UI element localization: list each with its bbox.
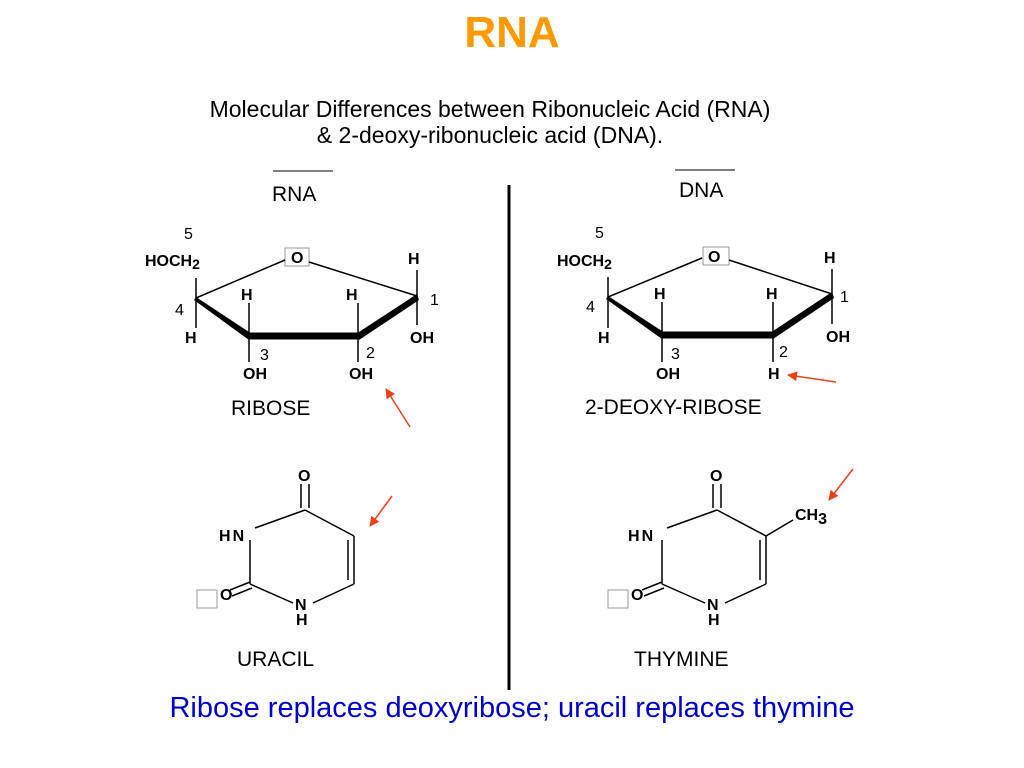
deoxyribose-label: 2-DEOXY-RIBOSE xyxy=(585,396,762,419)
ribose-label: RIBOSE xyxy=(231,397,310,420)
c2-h-deoxy: H xyxy=(768,366,780,383)
pos-1-label: 1 xyxy=(840,289,849,306)
thymine-top-o: O xyxy=(710,468,722,485)
pos-4-label: 4 xyxy=(175,302,184,319)
pos-5-label: 5 xyxy=(184,226,193,243)
ring-oxygen-box xyxy=(702,246,730,266)
c1-h: H xyxy=(408,251,420,268)
slide-title: RNA xyxy=(464,8,560,57)
slide-footer: Ribose replaces deoxyribose; uracil repl… xyxy=(169,692,855,724)
pos-2-label: 2 xyxy=(779,344,788,361)
c3-h: H xyxy=(654,286,666,303)
pos-1-label: 1 xyxy=(430,292,439,309)
ribose-structure: 5 HOCH2 O H 4 1 H H H OH 3 2 OH OH xyxy=(145,226,439,383)
pos-5-label: 5 xyxy=(595,225,604,242)
thymine-label: THYMINE xyxy=(634,648,729,671)
uracil-nh-h: H xyxy=(296,612,308,629)
pos-4-label: 4 xyxy=(586,299,595,316)
deoxyribose-structure: 5 HOCH2 O H 4 1 H H H OH 3 2 OH H xyxy=(557,225,850,383)
thymine-o-box xyxy=(607,589,629,609)
ribose-oh-arrow xyxy=(385,388,411,428)
c1-oh: OH xyxy=(410,330,434,347)
slide-subtitle: Molecular Differences between Ribonuclei… xyxy=(90,96,890,148)
c4-h: H xyxy=(185,330,197,347)
uracil-left-o: O xyxy=(220,587,232,604)
thymine-methyl: CH3 xyxy=(795,507,827,528)
c2-oh: OH xyxy=(349,366,373,383)
dna-header: DNA xyxy=(679,179,723,202)
c3-oh: OH xyxy=(243,366,267,383)
uracil-o-box xyxy=(196,589,218,609)
c3-h: H xyxy=(241,287,253,304)
c1-h: H xyxy=(824,250,836,267)
c2-h: H xyxy=(346,287,358,304)
ring-oxygen: O xyxy=(291,250,303,267)
subtitle-line-1: Molecular Differences between Ribonuclei… xyxy=(209,96,771,122)
thymine-nh-h: H xyxy=(708,612,720,629)
uracil-top-o: O xyxy=(298,468,310,485)
ring-oxygen-box xyxy=(284,247,310,267)
subtitle-line-2: & 2-deoxy-ribonucleic acid (DNA). xyxy=(316,122,664,148)
c2-h: H xyxy=(766,286,778,303)
thymine-arrow xyxy=(828,468,854,501)
deoxy-h-arrow xyxy=(787,371,837,383)
hoch2-label: HOCH2 xyxy=(145,253,200,272)
pos-2-label: 2 xyxy=(366,345,375,362)
uracil-label: URACIL xyxy=(237,648,314,671)
rna-header: RNA xyxy=(272,183,316,206)
pos-3-label: 3 xyxy=(260,347,269,364)
ring-oxygen: O xyxy=(708,249,720,266)
thymine-nh-n: N xyxy=(707,597,719,614)
c4-h: H xyxy=(598,330,610,347)
pos-3-label: 3 xyxy=(671,346,680,363)
c3-oh: OH xyxy=(656,366,680,383)
hoch2-label: HOCH2 xyxy=(557,253,612,272)
uracil-arrow xyxy=(369,495,393,527)
thymine-left-o: O xyxy=(631,587,643,604)
c1-oh: OH xyxy=(826,329,850,346)
uracil-nh-n: N xyxy=(295,597,307,614)
